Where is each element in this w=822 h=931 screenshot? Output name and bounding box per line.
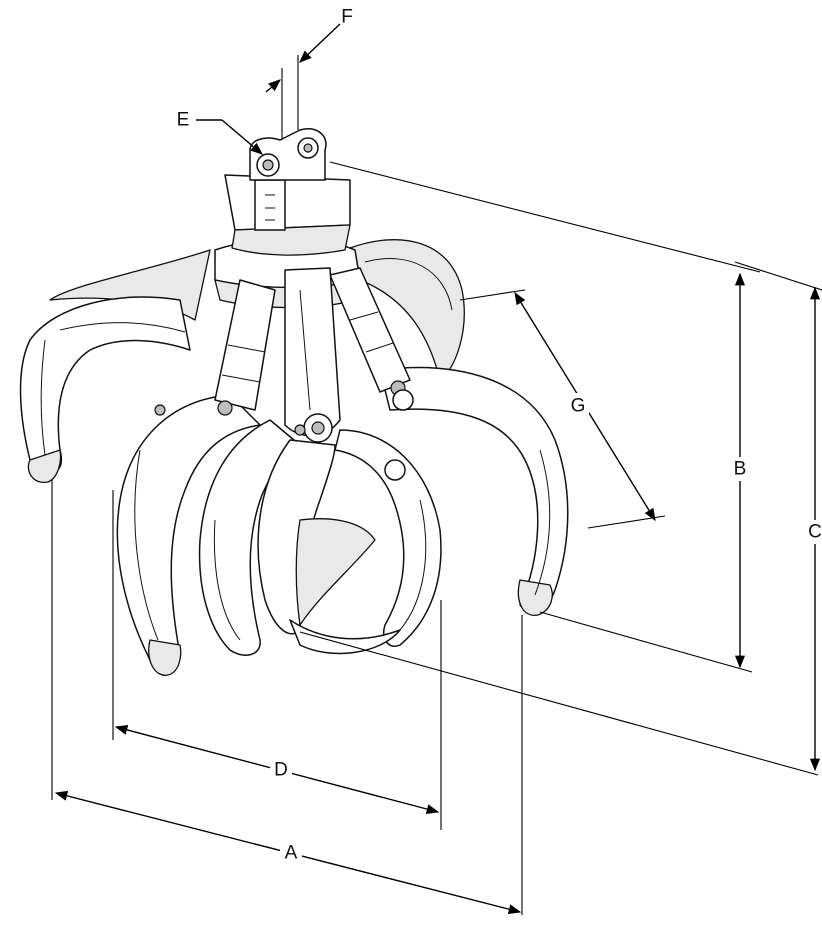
tine-right-front: [334, 429, 442, 647]
tine-left-outer: [19, 296, 191, 483]
label-f: F: [341, 7, 353, 28]
top-link: [249, 128, 327, 181]
hydraulic-cylinder-left: [214, 279, 276, 416]
label-c: C: [808, 522, 822, 543]
tine-center-front: [257, 439, 376, 635]
dimension-line-f: [299, 23, 341, 63]
tine-center-left: [198, 419, 301, 656]
pivot-boss-lower-right: [384, 459, 406, 481]
tine-left-front: [116, 394, 261, 676]
label-e: E: [177, 110, 190, 131]
center-arm: [284, 267, 341, 443]
shell-lower: [289, 619, 401, 655]
dimension-labels: A B C D E F G: [177, 7, 822, 864]
label-a: A: [285, 843, 298, 864]
dimension-lines: [51, 23, 822, 915]
pivot-boss-left: [154, 404, 166, 416]
grapple-illustration: [19, 128, 569, 676]
rotator-housing: [224, 174, 351, 256]
pivot-boss-right: [392, 389, 414, 411]
label-b: B: [734, 459, 747, 480]
label-d: D: [274, 760, 288, 781]
tine-back-right: [349, 239, 465, 381]
label-g: G: [571, 396, 586, 417]
